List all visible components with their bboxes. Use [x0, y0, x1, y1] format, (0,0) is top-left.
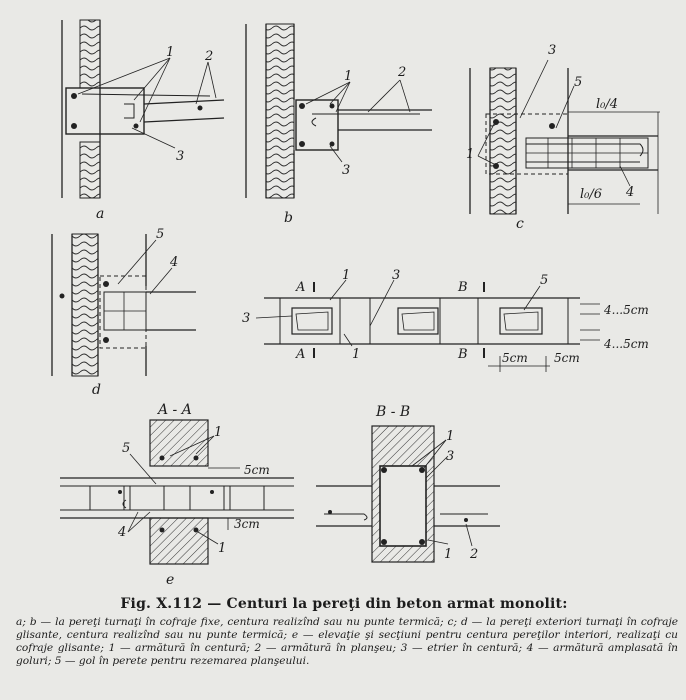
detail-label-a: a — [96, 206, 104, 222]
label-4-c: 4 — [625, 185, 634, 200]
caption-body: a; b — la pereţi turnaţi în cofraje fixe… — [16, 616, 678, 667]
label-5-elev: 5 — [540, 273, 548, 288]
detail-d: 5 4 d — [51, 227, 196, 398]
section-aa-title: A - A — [156, 402, 192, 418]
label-1-bb-bottom: 1 — [444, 547, 452, 562]
label-5-d: 5 — [156, 227, 164, 242]
label-1-bb-top: 1 — [446, 429, 454, 444]
section-aa: A - A 1 5 5cm 4 3cm 1 e — [60, 402, 294, 588]
dim-3cm-aa: 3cm — [234, 517, 260, 531]
label-1-elev-bottom: 1 — [352, 347, 360, 362]
label-A-top: A — [295, 280, 305, 295]
label-B-top: B — [457, 280, 468, 295]
label-4-d: 4 — [169, 255, 178, 270]
label-2-bb: 2 — [469, 547, 478, 562]
label-1-elev-top: 1 — [342, 268, 350, 283]
label-3-elev-left: 3 — [242, 311, 250, 326]
label-lo6: l₀/6 — [580, 187, 602, 202]
dim-4-5cm-bottom: 4...5cm — [603, 337, 649, 351]
label-5-aa: 5 — [122, 441, 130, 456]
dim-5cm-left: 5cm — [502, 351, 528, 365]
label-lo4: l₀/4 — [596, 97, 618, 112]
label-1-b: 1 — [344, 69, 352, 84]
detail-label-c: c — [516, 216, 524, 232]
label-B-bottom: B — [457, 347, 468, 362]
detail-b: 1 2 3 b — [245, 23, 432, 226]
elevation-e: A 1 3 B 5 3 A 1 B 4...5cm 4...5cm 5cm 5c… — [242, 268, 649, 372]
label-3-elev: 3 — [392, 268, 400, 283]
detail-a: 1 2 3 a — [61, 19, 225, 222]
label-5-c: 5 — [574, 75, 582, 90]
label-2-a: 2 — [204, 49, 213, 64]
label-3-a: 3 — [176, 149, 184, 164]
dim-5cm-aa: 5cm — [244, 463, 270, 477]
section-bb: B - B 1 3 1 2 — [316, 404, 500, 563]
detail-label-e: e — [166, 572, 174, 588]
label-A-bottom: A — [295, 347, 305, 362]
detail-c: 3 5 1 4 l₀/4 l₀/6 c — [466, 43, 660, 232]
dim-4-5cm-top: 4...5cm — [603, 303, 649, 317]
label-2-b: 2 — [397, 65, 406, 80]
label-1-c: 1 — [466, 147, 474, 162]
caption-title: Fig. X.112 — Centuri la pereţi din beton… — [120, 596, 568, 612]
figure-caption: Fig. X.112 — Centuri la pereţi din beton… — [10, 596, 678, 668]
label-3-c: 3 — [548, 43, 556, 58]
detail-label-b: b — [284, 210, 293, 226]
label-1-aa-bottom: 1 — [218, 541, 226, 556]
label-4-aa: 4 — [117, 525, 126, 540]
section-bb-title: B - B — [375, 404, 410, 420]
dim-5cm-right: 5cm — [554, 351, 580, 365]
detail-label-d: d — [92, 382, 101, 398]
label-1-aa-top: 1 — [214, 425, 222, 440]
label-3-bb: 3 — [446, 449, 454, 464]
label-1-a: 1 — [166, 45, 174, 60]
label-3-b: 3 — [342, 163, 350, 178]
